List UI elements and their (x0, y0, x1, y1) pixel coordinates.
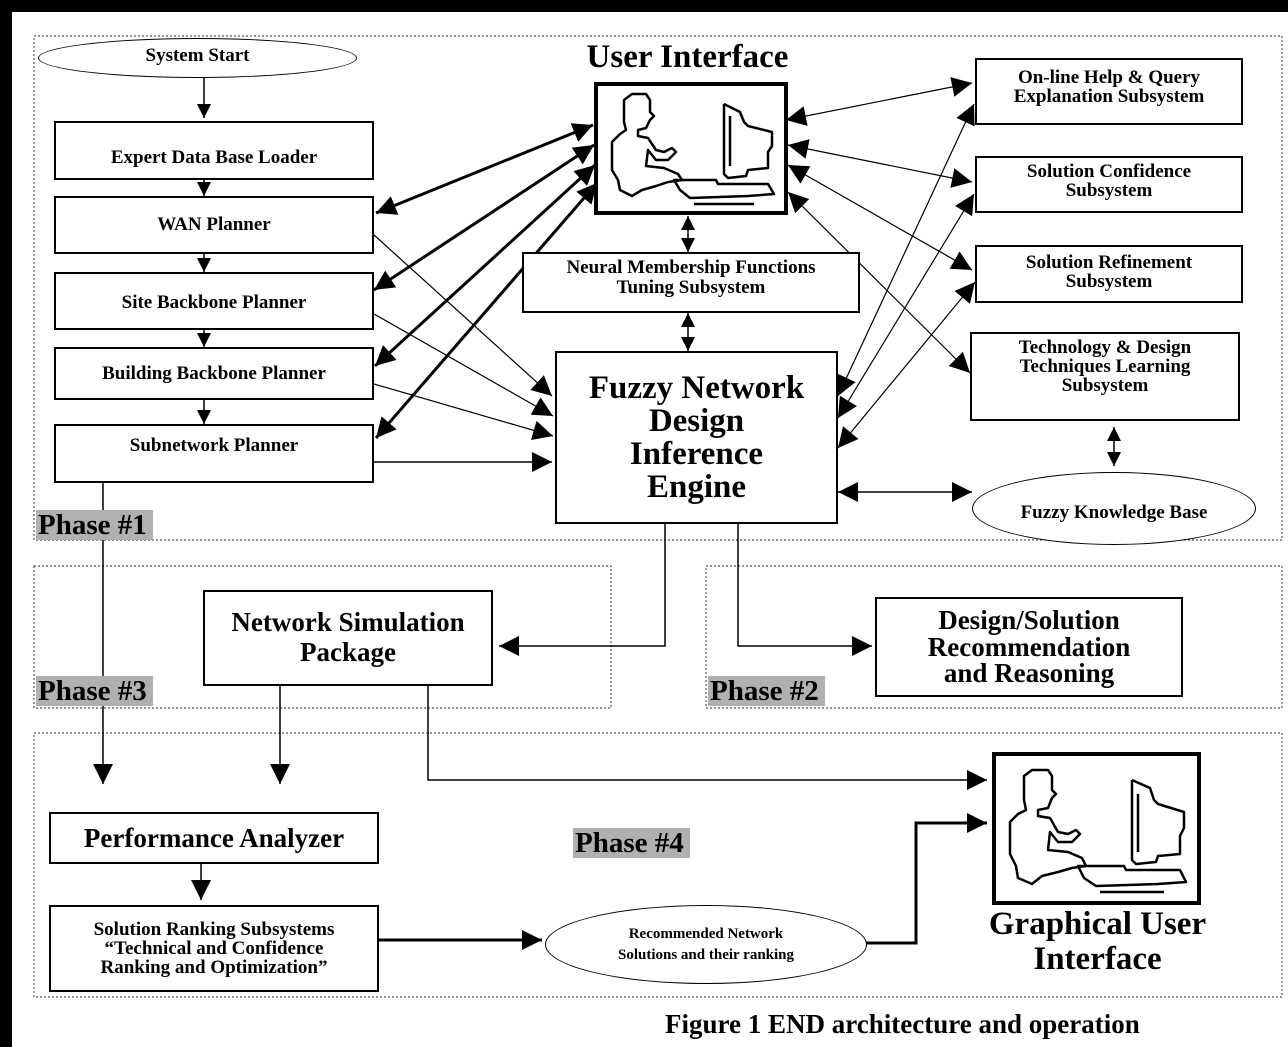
arrow-engine-to-simulation (499, 524, 666, 656)
system-start-node[interactable]: System Start (38, 38, 357, 78)
user-interface-panel[interactable] (594, 82, 788, 215)
subnetwork-planner-box[interactable]: Subnetwork Planner (54, 424, 374, 483)
arrow-simulation-to-gui (427, 686, 987, 790)
phase3-label: Phase #3 (36, 676, 153, 706)
phase4-label: Phase #4 (573, 828, 690, 858)
fuzzy-inference-engine-box[interactable]: Fuzzy Network Design Inference Engine (555, 351, 838, 524)
phase3-region (33, 565, 612, 709)
phase2-region (705, 565, 1283, 709)
solution-refinement-subsystem-box[interactable]: Solution Refinement Subsystem (975, 245, 1243, 303)
building-backbone-planner-box[interactable]: Building Backbone Planner (54, 347, 374, 400)
arrow-building-engine (373, 383, 554, 441)
phase1-region (33, 35, 1283, 541)
performance-analyzer-box[interactable]: Performance Analyzer (49, 812, 379, 864)
arrow-wan-ui (375, 123, 594, 215)
arrow-wan-engine (373, 234, 553, 397)
wan-planner-box[interactable]: WAN Planner (54, 196, 374, 254)
outer-frame-left-border (0, 0, 12, 1047)
arrow-engine-refinement (837, 281, 976, 449)
graphical-user-interface-panel[interactable] (992, 752, 1201, 905)
online-help-subsystem-box[interactable]: On-line Help & Query Explanation Subsyst… (975, 58, 1243, 125)
recommended-solutions-node[interactable]: Recommended Network Solutions and their … (545, 905, 867, 984)
arrow-site-engine (373, 313, 554, 417)
design-solution-recommendation-box[interactable]: Design/Solution Recommendation and Reaso… (875, 597, 1183, 697)
network-simulation-package-box[interactable]: Network Simulation Package (203, 590, 493, 686)
solution-ranking-subsystems-box[interactable]: Solution Ranking Subsystems “Technical a… (49, 905, 379, 992)
outer-frame-top-border (0, 0, 1288, 12)
figure-caption: Figure 1 END architecture and operation (665, 1009, 1140, 1039)
arrow-engine-online-help (837, 103, 975, 397)
phase1-label: Phase #1 (36, 510, 153, 540)
arrow-ui-confidence (787, 139, 973, 188)
site-backbone-planner-box[interactable]: Site Backbone Planner (54, 272, 374, 330)
phase2-label: Phase #2 (708, 676, 825, 706)
neural-membership-box[interactable]: Neural Membership Functions Tuning Subsy… (522, 252, 860, 313)
phase4-region (33, 732, 1283, 998)
arrow-recommended-to-gui (860, 813, 987, 945)
fuzzy-knowledge-base-node[interactable]: Fuzzy Knowledge Base (972, 472, 1256, 545)
graphical-user-interface-title: Graphical User Interface (988, 906, 1207, 977)
technology-learning-subsystem-box[interactable]: Technology & Design Techniques Learning … (970, 332, 1240, 421)
arrow-ui-online-help (785, 77, 973, 126)
solution-confidence-subsystem-box[interactable]: Solution Confidence Subsystem (975, 156, 1243, 213)
arrow-engine-to-design-solution (737, 524, 872, 656)
person-at-computer-icon (1008, 768, 1188, 894)
person-at-computer-icon (610, 92, 776, 206)
user-interface-title: User Interface (586, 39, 789, 75)
expert-data-base-loader-box[interactable]: Expert Data Base Loader (54, 121, 374, 180)
